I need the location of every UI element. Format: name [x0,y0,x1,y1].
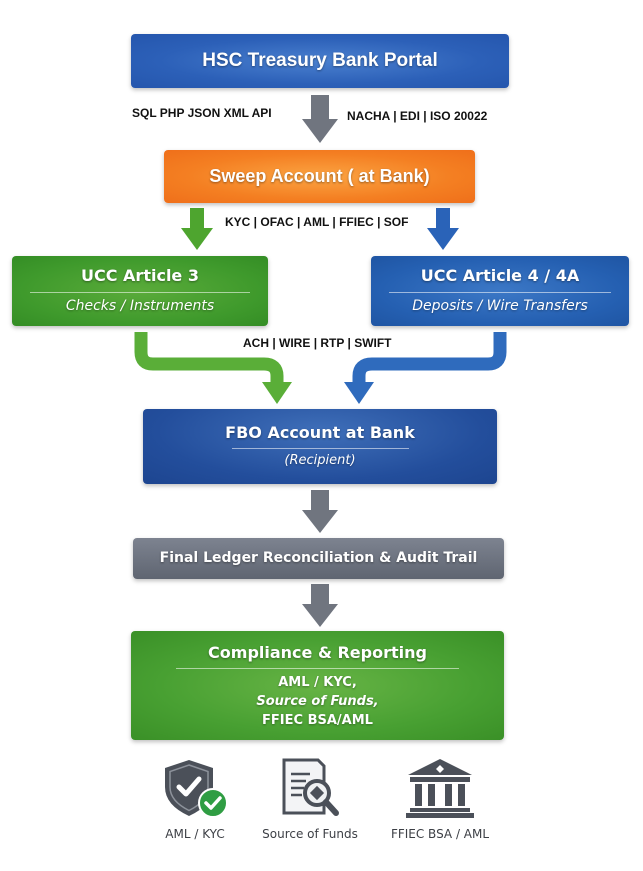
fbo-account-box: FBO Account at Bank (Recipient) [143,409,497,484]
arrow-sweep-to-ucc3 [181,208,213,250]
portal-right-label: NACHA | EDI | ISO 20022 [347,109,488,123]
icon-group-aml-kyc: AML / KYC [150,757,240,841]
bank-building-icon [406,759,474,818]
arrow-ucc4-to-fbo [344,332,507,404]
shield-check-icon [165,760,228,818]
compliance-line-ffiec: FFIEC BSA/AML [262,713,373,728]
divider [175,668,460,669]
payment-rails-label: ACH | WIRE | RTP | SWIFT [243,336,392,350]
ucc-article-4-box: UCC Article 4 / 4A Deposits / Wire Trans… [371,256,629,326]
divider [389,292,611,293]
ucc-article-3-subtitle: Checks / Instruments [65,298,215,314]
arrow-sweep-to-ucc4 [427,208,459,250]
ucc-article-4-title: UCC Article 4 / 4A [420,266,580,285]
ucc-article-4-subtitle: Deposits / Wire Transfers [412,298,588,314]
divider [231,448,409,449]
arrow-ucc3-to-fbo [134,332,292,404]
compliance-line-source-of-funds: Source of Funds, [256,694,379,709]
fbo-account-title: FBO Account at Bank [225,423,415,442]
ucc-article-3-title: UCC Article 3 [81,266,199,285]
ledger-reconciliation-box: Final Ledger Reconciliation & Audit Trai… [133,538,504,579]
sweep-split-label: KYC | OFAC | AML | FFIEC | SOF [225,215,409,229]
portal-title: HSC Treasury Bank Portal [202,50,438,71]
compliance-reporting-title: Compliance & Reporting [208,643,427,662]
icon-group-source-of-funds: Source of Funds [255,757,365,841]
arrow-fbo-to-ledger [302,490,338,533]
arrow-portal-to-sweep [302,95,338,143]
icon-label-ffiec: FFIEC BSA / AML [390,827,490,841]
compliance-line-aml-kyc: AML / KYC, [278,675,357,690]
divider [29,292,251,293]
fbo-account-subtitle: (Recipient) [284,453,356,468]
ledger-reconciliation-title: Final Ledger Reconciliation & Audit Trai… [159,550,478,566]
compliance-reporting-box: Compliance & Reporting AML / KYC, Source… [131,631,504,740]
icon-group-ffiec: FFIEC BSA / AML [380,757,500,841]
sweep-account-title: Sweep Account ( at Bank) [209,166,430,186]
document-search-icon [282,758,339,816]
portal-box: HSC Treasury Bank Portal [131,34,509,88]
icon-label-source-of-funds: Source of Funds [262,827,358,841]
sweep-account-box: Sweep Account ( at Bank) [164,150,475,203]
icon-label-aml-kyc: AML / KYC [165,827,225,841]
ucc-article-3-box: UCC Article 3 Checks / Instruments [12,256,268,326]
arrow-ledger-to-compliance [302,584,338,627]
portal-left-label: SQL PHP JSON XML API [132,106,272,120]
